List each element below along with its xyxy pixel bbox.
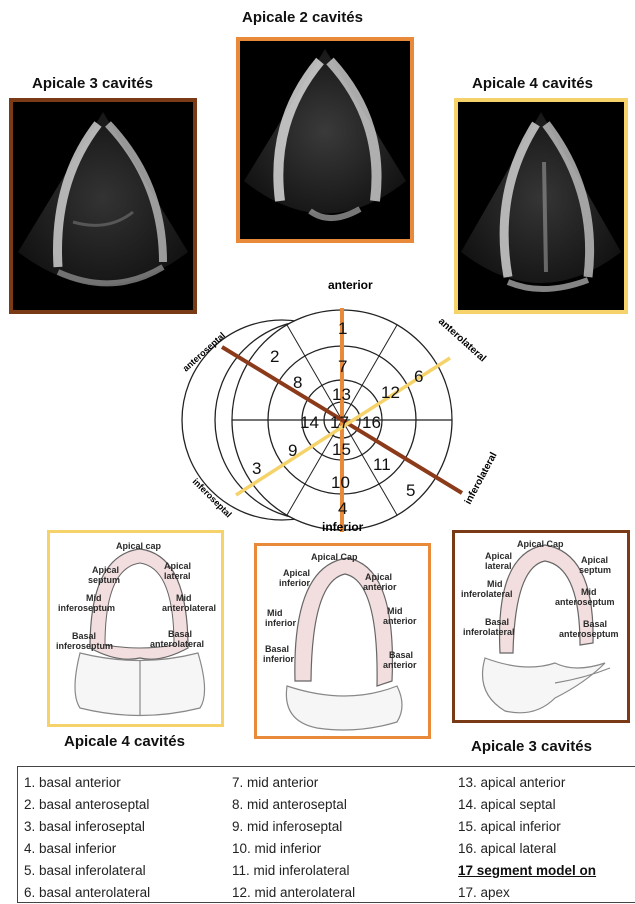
wall-label-anterolateral: anterolateral	[436, 316, 488, 364]
a2-label-basal-inf-1: Basal	[265, 644, 289, 654]
legend-item: 5. basal inferolateral	[24, 860, 150, 882]
legend-item: 15. apical inferior	[458, 816, 596, 838]
segment-15: 15	[332, 440, 351, 459]
a3-label-mid-ants-1: Mid	[581, 587, 597, 597]
legend-item: 10. mid inferior	[232, 838, 355, 860]
a3-label-apical-lat-2: lateral	[485, 561, 512, 571]
segment-5: 5	[406, 481, 415, 500]
a3-label-mid-infl-2: inferolateral	[461, 589, 513, 599]
legend-column-basal: 1. basal anterior 2. basal anteroseptal …	[24, 772, 150, 904]
a4-label-basal-infero-1: Basal	[72, 631, 96, 641]
a3-label-basal-infl-1: Basal	[485, 617, 509, 627]
a3-label-apical-lat-1: Apical	[485, 551, 512, 561]
a2-label-mid-inf-1: Mid	[267, 608, 283, 618]
title-apical3-bottom: Apicale 3 cavités	[471, 738, 592, 755]
legend-item: 14. apical septal	[458, 794, 596, 816]
a4-label-basal-antero-2: anterolateral	[150, 639, 204, 649]
a3-label-apical-sep-2: septum	[579, 565, 611, 575]
segment-12: 12	[381, 383, 400, 402]
legend-heading: 17 segment model on	[458, 860, 596, 882]
wall-label-anterior: anterior	[328, 278, 373, 292]
segment-4: 4	[338, 499, 347, 518]
segment-1: 1	[338, 319, 347, 338]
segment-10: 10	[331, 473, 350, 492]
wall-label-inferior: inferior	[322, 520, 364, 534]
a2-label-apical-ant-2: anterior	[363, 582, 397, 592]
segment-8: 8	[293, 373, 302, 392]
a2-label-apical-ant-1: Apical	[365, 572, 392, 582]
legend-item: 9. mid inferoseptal	[232, 816, 355, 838]
segment-13: 13	[332, 385, 351, 404]
a4-label-mid-antero-1: Mid	[176, 593, 192, 603]
a2-label-mid-inf-2: inferior	[265, 618, 297, 628]
a2-label-mid-ant-1: Mid	[387, 606, 403, 616]
segment-16: 16	[362, 413, 381, 432]
segment-9: 9	[288, 441, 297, 460]
view-apical4-diagram: Apical cap Apical septum Apical lateral …	[47, 530, 224, 727]
view-apical3-diagram: Apical Cap Apical lateral Apical septum …	[452, 530, 630, 723]
a2-label-basal-ant-1: Basal	[389, 650, 413, 660]
a4-label-mid-infero-2: inferoseptum	[58, 603, 115, 613]
a3-label-apical-cap: Apical Cap	[517, 539, 564, 549]
legend-item: 3. basal inferoseptal	[24, 816, 150, 838]
legend-item: 16. apical lateral	[458, 838, 596, 860]
a4-label-apical-septum-1: Apical	[92, 565, 119, 575]
title-apical4-bottom: Apicale 4 cavités	[64, 733, 185, 750]
a3-label-basal-ants-2: anteroseptum	[559, 629, 619, 639]
a4-label-apical-lateral-1: Apical	[164, 561, 191, 571]
a3-label-mid-ants-2: anteroseptum	[555, 597, 615, 607]
a3-label-basal-ants-1: Basal	[583, 619, 607, 629]
view-apical2-diagram: Apical Cap Apical inferior Apical anteri…	[254, 543, 431, 739]
a2-label-mid-ant-2: anterior	[383, 616, 417, 626]
a3-label-mid-infl-1: Mid	[487, 579, 503, 589]
a4-label-basal-antero-1: Basal	[168, 629, 192, 639]
a4-label-mid-infero-1: Mid	[86, 593, 102, 603]
a2-label-apical-cap: Apical Cap	[311, 552, 358, 562]
legend-item: 4. basal inferior	[24, 838, 150, 860]
legend-column-mid: 7. mid anterior 8. mid anteroseptal 9. m…	[232, 772, 355, 904]
wall-label-inferolateral: inferolateral	[463, 451, 500, 507]
a2-label-basal-ant-2: anterior	[383, 660, 417, 670]
segment-2: 2	[270, 347, 279, 366]
legend-item: 17. apex	[458, 882, 596, 904]
segment-6: 6	[414, 367, 423, 386]
a4-label-apical-cap: Apical cap	[116, 541, 162, 551]
legend-item: 8. mid anteroseptal	[232, 794, 355, 816]
legend-item: 13. apical anterior	[458, 772, 596, 794]
legend-column-apical: 13. apical anterior 14. apical septal 15…	[458, 772, 596, 904]
segment-3: 3	[252, 459, 261, 478]
legend-item: 11. mid inferolateral	[232, 860, 355, 882]
legend-item: 6. basal anterolateral	[24, 882, 150, 904]
segment-legend: 1. basal anterior 2. basal anteroseptal …	[17, 766, 635, 903]
a4-label-mid-antero-2: anterolateral	[162, 603, 216, 613]
segment-17: 17	[330, 413, 349, 432]
legend-item: 12. mid anterolateral	[232, 882, 355, 904]
a2-label-apical-inf-1: Apical	[283, 568, 310, 578]
legend-item: 7. mid anterior	[232, 772, 355, 794]
legend-item: 2. basal anteroseptal	[24, 794, 150, 816]
a3-label-basal-infl-2: inferolateral	[463, 627, 515, 637]
legend-item: 1. basal anterior	[24, 772, 150, 794]
segment-7: 7	[338, 357, 347, 376]
a4-label-basal-infero-2: inferoseptum	[56, 641, 113, 651]
a2-label-basal-inf-2: inferior	[263, 654, 295, 664]
segment-11: 11	[373, 455, 391, 474]
a3-label-apical-sep-1: Apical	[581, 555, 608, 565]
segment-14: 14	[300, 413, 319, 432]
a4-label-apical-septum-2: septum	[88, 575, 120, 585]
a2-label-apical-inf-2: inferior	[279, 578, 311, 588]
a4-label-apical-lateral-2: lateral	[164, 571, 191, 581]
